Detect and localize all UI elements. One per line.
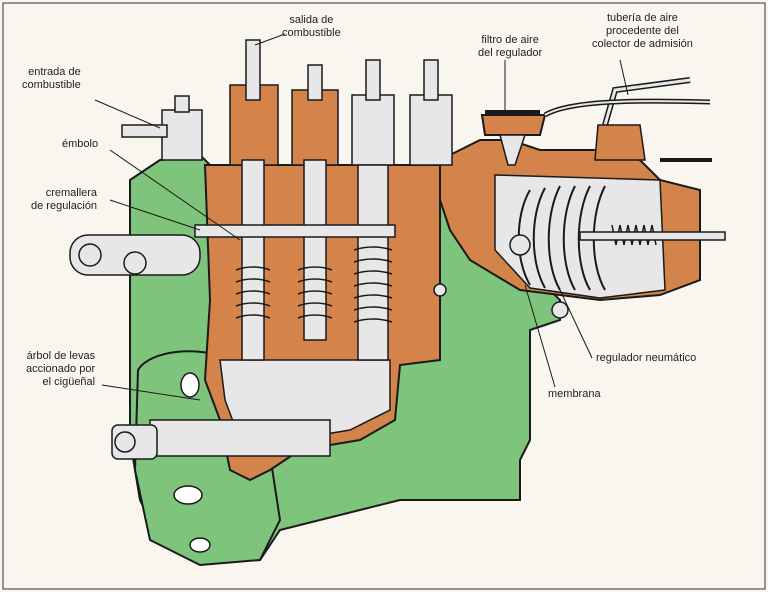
label-regulador: regulador neumático <box>596 352 697 364</box>
label-filtro-aire: filtro de aire del regulador <box>478 34 543 59</box>
label-entrada-combustible: entrada de combustible <box>22 66 81 91</box>
leader-lines <box>94 33 629 401</box>
housing-bolt <box>433 283 447 297</box>
air-pipe-union <box>594 124 646 161</box>
governor-pivot <box>509 234 531 256</box>
governor-rod <box>579 231 726 241</box>
label-cremallera: cremallera de regulación <box>31 187 98 212</box>
air-filter <box>480 114 547 136</box>
plunger-springs <box>235 246 393 323</box>
label-embolo: émbolo <box>62 138 99 150</box>
control-rack <box>194 224 396 238</box>
side-linkage <box>69 234 201 276</box>
label-arbol-levas: árbol de levas accionado por el cigüeñal <box>26 350 96 388</box>
plunger-elements <box>229 39 453 361</box>
fuel-inlet-fitting <box>121 95 203 161</box>
mount-holes <box>173 372 211 553</box>
label-tuberia-aire: tubería de aire procedente del colector … <box>592 12 693 50</box>
label-membrana: membrana <box>548 388 601 400</box>
governor-bolt <box>551 301 569 319</box>
camshaft <box>111 419 331 460</box>
label-salida-combustible: salida de combustible <box>282 14 341 39</box>
